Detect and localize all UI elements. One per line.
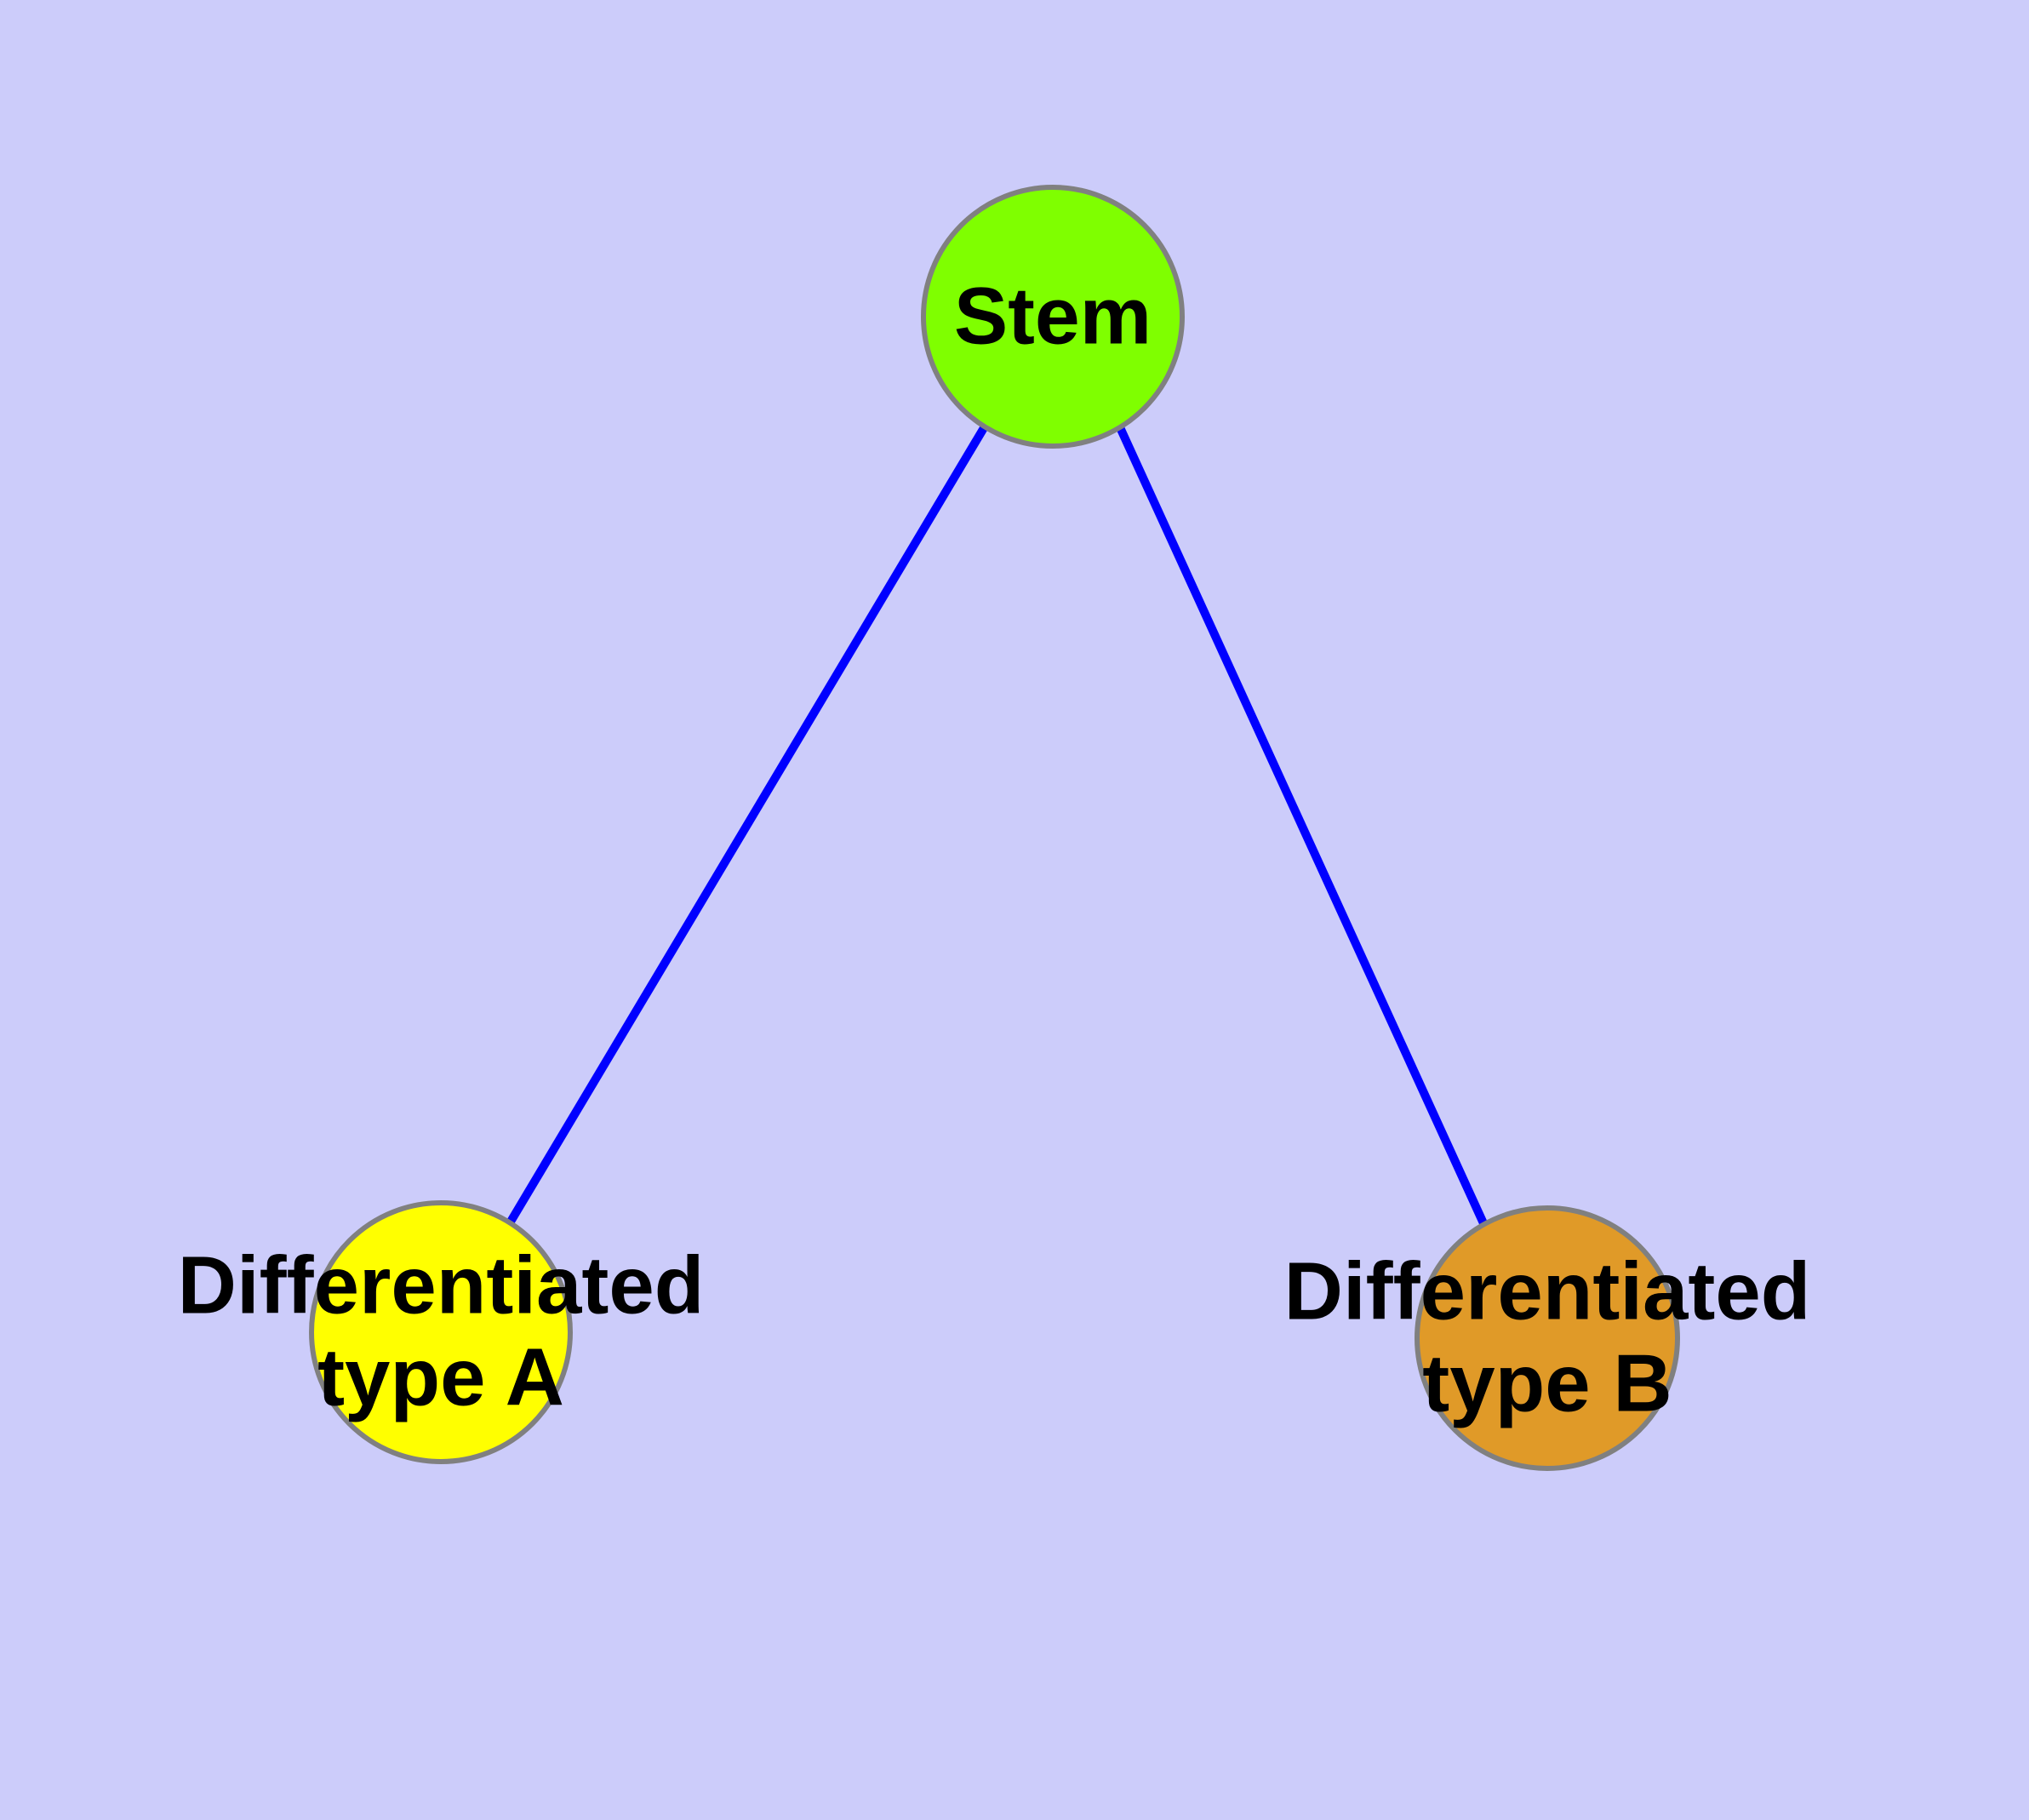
node-differentiated-type-b-circle[interactable] [1415,1205,1680,1471]
node-differentiated-type-a-circle[interactable] [309,1200,573,1464]
edge-stem-to-differentiated-type-b[interactable] [1115,423,1488,1226]
edge-layer [506,423,1488,1226]
node-layer [309,185,1680,1471]
node-stem-circle[interactable] [921,185,1185,449]
edge-stem-to-differentiated-type-a[interactable] [506,424,989,1224]
